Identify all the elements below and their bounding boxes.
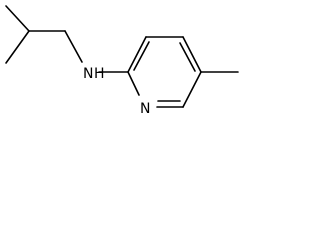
- bond-ch2-nh: [64, 30, 83, 63]
- atom-label-amine-h: H: [94, 66, 105, 82]
- bond-methyl-top: [5, 5, 30, 32]
- bond-methyl-bottom: [5, 30, 30, 64]
- bond-n1-c2: [127, 71, 140, 96]
- bond-c2-c3: [127, 36, 147, 73]
- molecule-canvas: N H N: [0, 0, 246, 115]
- atom-label-amine-n: N: [83, 66, 93, 82]
- bond-c4-c5: [182, 36, 202, 73]
- bond-c5-c6: [182, 71, 202, 108]
- structure-diagram: N H N: [5, 5, 239, 115]
- atom-label-ring-n: N: [140, 101, 150, 115]
- bond-c2-c3-inner: [133, 41, 150, 71]
- bond-c4-c5-inner: [179, 42, 196, 72]
